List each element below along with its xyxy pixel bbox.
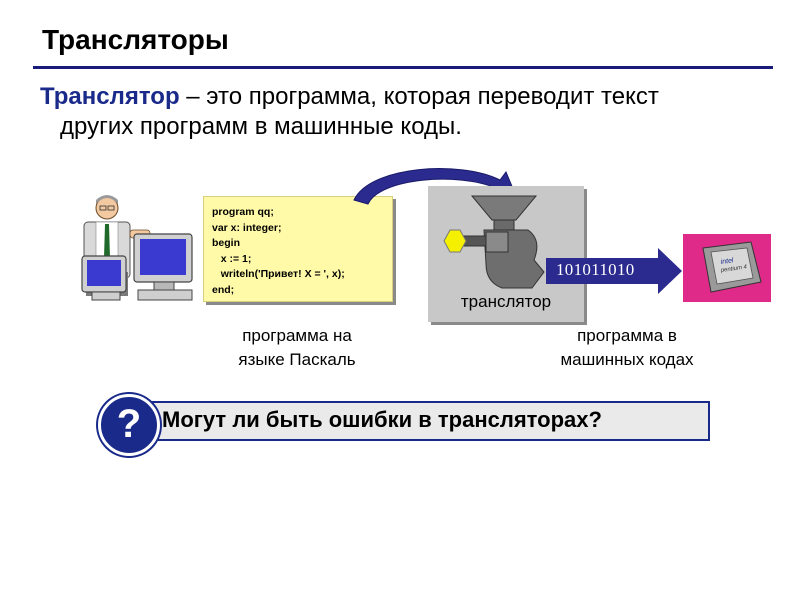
translator-label: транслятор bbox=[460, 292, 552, 311]
definition-term: Транслятор bbox=[40, 83, 180, 110]
code-line: end; bbox=[212, 283, 235, 296]
pascal-code-box: program qq; var x: integer; begin x := 1… bbox=[203, 196, 393, 302]
code-line: writeln('Привет! X = ', x); bbox=[212, 268, 345, 280]
code-line: var x: integer; bbox=[212, 221, 282, 234]
caption-line: языке Паскаль bbox=[238, 350, 356, 369]
cpu-image: intel pentium 4 bbox=[683, 234, 771, 302]
output-arrow-icon bbox=[546, 248, 682, 294]
cpu-brand-text: intel bbox=[720, 257, 734, 266]
processor-chip-icon: intel pentium 4 bbox=[702, 241, 762, 293]
programmer-illustration bbox=[81, 195, 193, 301]
definition-rest-line1: – это программа, которая переводит текст bbox=[179, 83, 659, 110]
question-bar bbox=[150, 401, 710, 441]
binary-output: 101011010 bbox=[556, 260, 635, 279]
monitor-icon bbox=[133, 233, 193, 301]
caption-pascal-program: программа на языке Паскаль bbox=[222, 324, 372, 372]
caption-line: программа в bbox=[577, 326, 677, 345]
question-mark-icon: ? bbox=[116, 402, 142, 446]
code-line: program qq; bbox=[212, 206, 274, 218]
caption-machine-program: программа в машинных кодах bbox=[540, 324, 714, 372]
definition-line2: других программ в машинные коды. bbox=[60, 113, 462, 140]
question-text: Могут ли быть ошибки в трансляторах? bbox=[162, 407, 602, 432]
meat-grinder-icon bbox=[443, 195, 545, 289]
small-monitor-icon bbox=[81, 255, 127, 301]
caption-line: программа на bbox=[242, 326, 352, 345]
slide-title: Трансляторы bbox=[42, 24, 229, 55]
cpu-model-text: pentium 4 bbox=[719, 264, 748, 274]
caption-line: машинных кодах bbox=[560, 350, 694, 369]
definition-text: Транслятор – это программа, которая пере… bbox=[40, 82, 760, 142]
code-line: begin bbox=[212, 237, 240, 249]
code-line: x := 1; bbox=[212, 252, 252, 265]
translator-box: транслятор bbox=[428, 186, 584, 322]
question-circle bbox=[98, 394, 160, 456]
title-divider bbox=[33, 66, 773, 69]
